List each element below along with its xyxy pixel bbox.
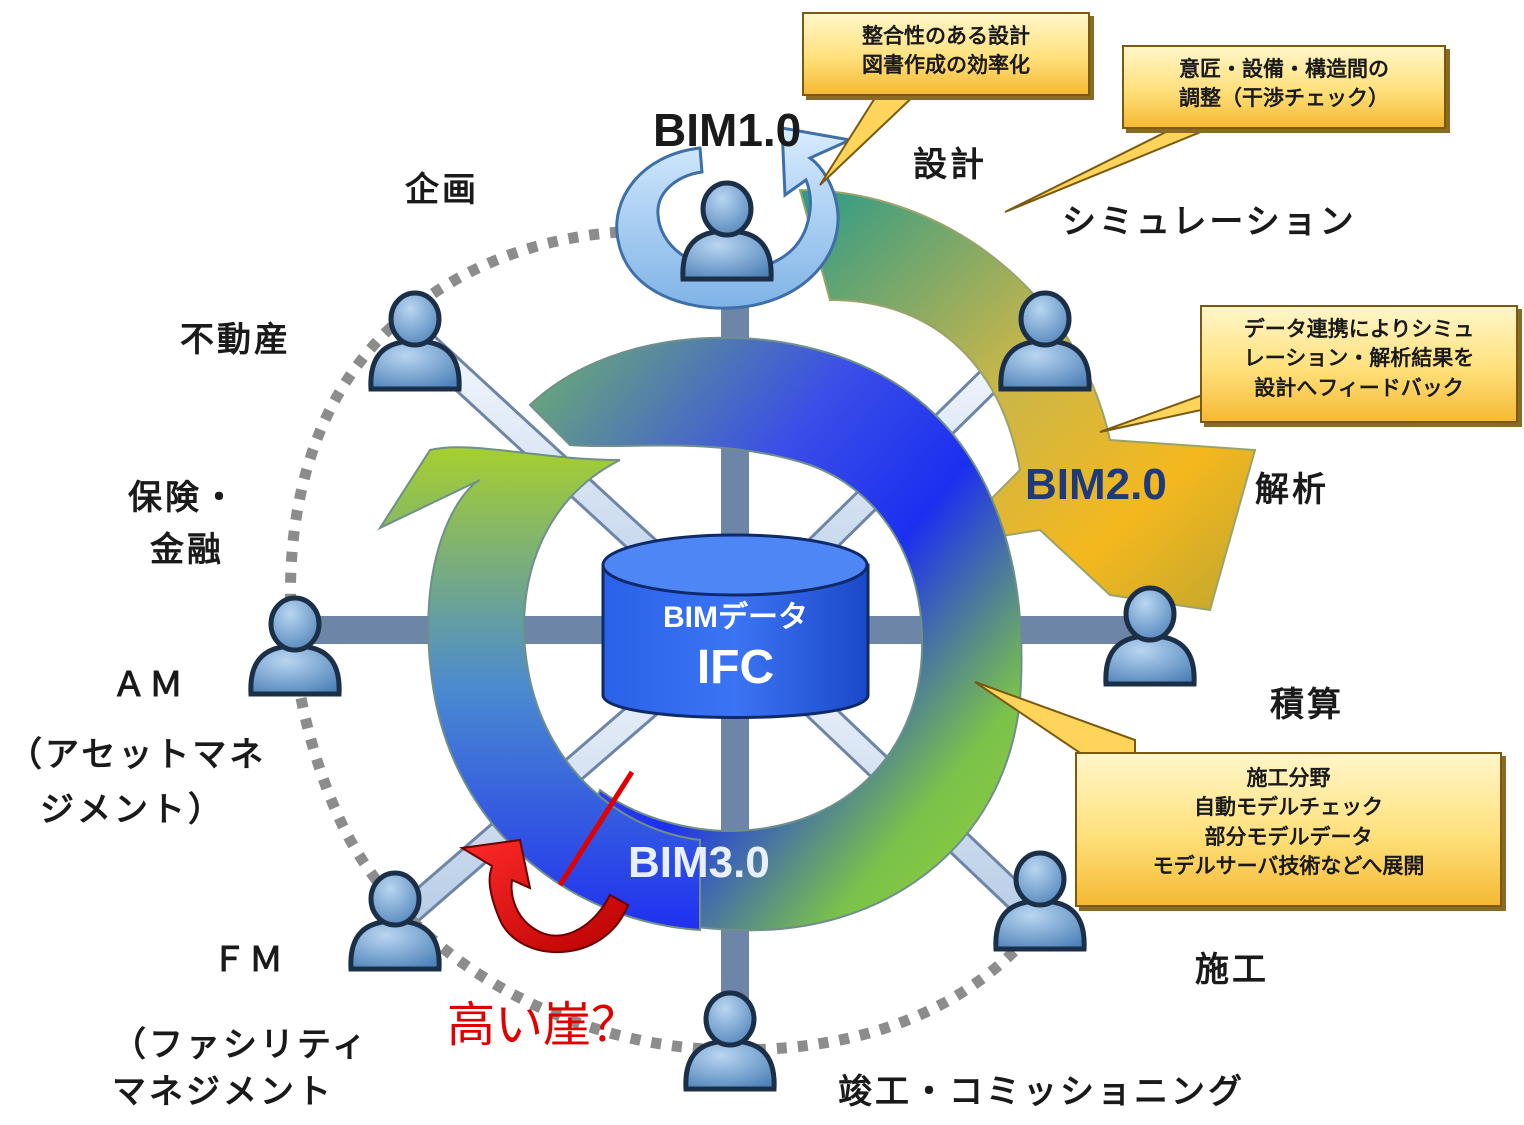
high-cliff-annotation: 高い崖？ [447, 997, 640, 1053]
stage-label-sekkei: 設計 [913, 145, 987, 185]
callout-clash-check: 意匠・設備・構造間の 調整（干渉チェック） [1122, 45, 1446, 129]
bim1-label: BIM1.0 [653, 104, 802, 156]
callout-line: モデルサーバ技術などへ展開 [1152, 854, 1425, 879]
bim1-arrow [615, 126, 856, 310]
stage-label-seko: 施工 [1195, 950, 1269, 990]
stage-label-fm-full-1: （ファシリティ [112, 1025, 369, 1065]
stage-label-am: ＡＭ [112, 665, 186, 705]
cliff-line [557, 770, 635, 887]
callout-line: 施工分野 [1246, 766, 1331, 790]
database-format: IFC [696, 641, 775, 694]
callout-line: 調整（干渉チェック） [1179, 86, 1389, 111]
callout-line: 自動モデルチェック [1194, 795, 1383, 820]
callout-line: データ連携によりシミュ [1243, 317, 1475, 341]
callout-line: レーション・解析結果を [1243, 346, 1475, 371]
callout-line: 部分モデルデータ [1204, 824, 1373, 849]
bim2-arrow [798, 188, 1257, 612]
stage-label-am-full-2: ジメント） [40, 790, 225, 830]
database-label: BIMデータ [663, 601, 808, 634]
callout-data-link: データ連携によりシミュ レーション・解析結果を 設計へフィードバック [1200, 305, 1518, 423]
person-icon-am [251, 598, 339, 694]
dotted-ring [284, 226, 1030, 1056]
person-icon-fudosan [371, 293, 459, 389]
cliff-arrow [459, 838, 630, 954]
stage-label-sekisan: 積算 [1270, 685, 1344, 725]
stage-label-fm: ＦＭ [212, 940, 286, 980]
callout-line: 図書作成の効率化 [862, 53, 1030, 78]
stage-label-shunko: 竣工・コミッショニング [838, 1072, 1245, 1112]
stage-label-kinyu: 金融 [150, 530, 224, 570]
callout-construction: 施工分野 自動モデルチェック 部分モデルデータ モデルサーバ技術などへ展開 [1075, 752, 1502, 907]
bim3-ring-left [377, 446, 701, 932]
callout-design-efficiency: 整合性のある設計 図書作成の効率化 [802, 12, 1090, 96]
callout-line: 整合性のある設計 [862, 24, 1030, 48]
bim3-label: BIM3.0 [628, 838, 770, 887]
bim-database-cylinder [601, 533, 870, 719]
stage-label-kikaku: 企画 [405, 170, 479, 210]
person-icon-shunko [686, 993, 774, 1089]
stage-label-fudosan: 不動産 [180, 320, 291, 360]
stage-label-kaiseki: 解析 [1255, 470, 1329, 510]
stage-label-am-full-1: （アセットマネ [8, 735, 267, 775]
callout-line: 意匠・設備・構造間の [1179, 57, 1389, 81]
stage-label-hoken: 保険・ [128, 478, 239, 518]
stage-label-fm-full-2: マネジメント [112, 1072, 334, 1112]
callout-line: 設計へフィードバック [1254, 375, 1464, 400]
bim2-label: BIM2.0 [1025, 460, 1167, 509]
stage-label-simulation: シミュレーション [1062, 202, 1357, 242]
person-icon-kikaku [683, 183, 771, 279]
